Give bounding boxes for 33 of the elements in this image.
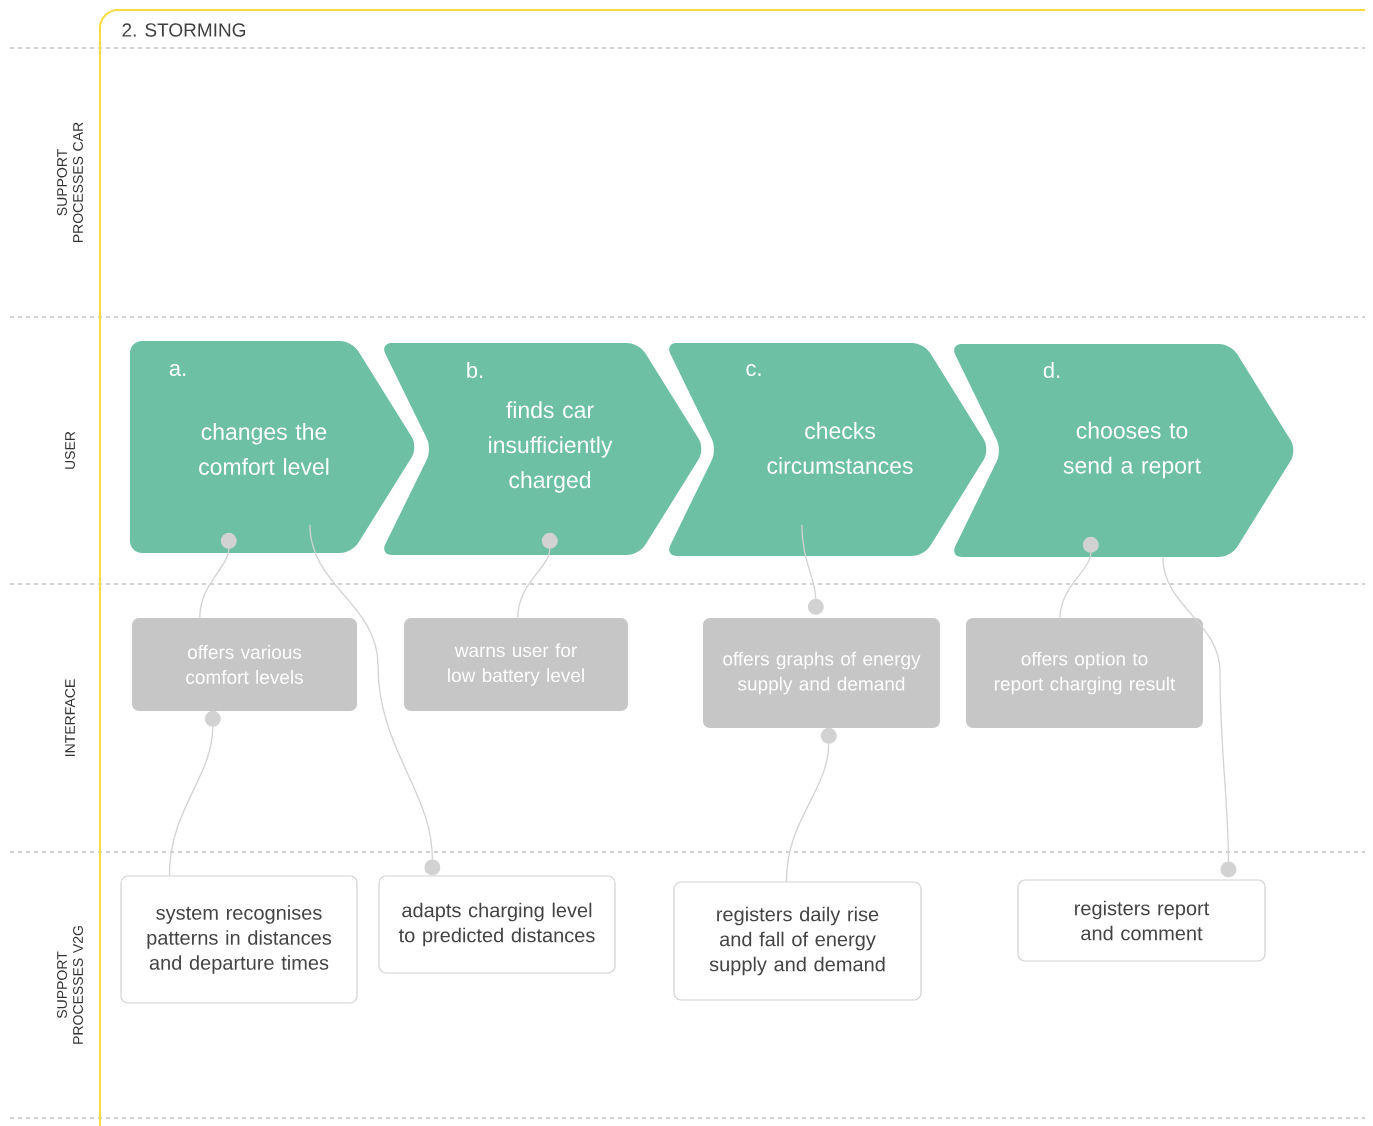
node-label: a. (169, 363, 186, 377)
node-label: c. (746, 363, 761, 377)
connector-line (309, 524, 441, 876)
chevron-step: a. changes the comfort level (130, 341, 415, 553)
connector-line (517, 532, 558, 619)
process-box: registers daily rise and fall of energy supply and demand (673, 881, 922, 1001)
node-label: b. (467, 361, 483, 379)
process-box: adapts charging level to predicted distances (378, 875, 616, 974)
node-label: changes the comfort level (199, 423, 329, 475)
connector-line (785, 727, 837, 883)
phase-title: 2. STORMING (122, 23, 246, 37)
lane-label: SUPPORT PROCESSES CAR (57, 122, 83, 243)
node-label: checks circumstances (767, 422, 913, 474)
node-label: chooses to send a report (1063, 421, 1201, 479)
connector-line (1162, 556, 1237, 878)
interface-box: warns user for low battery level (404, 618, 628, 711)
connector-line (1059, 536, 1099, 621)
interface-box: offers option to report charging result (966, 618, 1203, 728)
node-label: finds car insufficiently charged (489, 401, 613, 493)
connector-line (801, 524, 824, 615)
node-label: d. (1043, 361, 1060, 379)
process-box: system recognises patterns in distances and departure times (120, 875, 358, 1004)
process-box: registers report and comment (1017, 879, 1266, 962)
lane-label: SUPPORT PROCESSES V2G (57, 926, 83, 1044)
connector-line (168, 710, 221, 877)
chevron-step: c. checks circumstances (669, 343, 987, 556)
chevron-step: d. chooses to send a report (954, 344, 1294, 557)
lane-label: INTERFACE (65, 679, 75, 756)
chevron-step: b. finds car insufficiently charged (384, 343, 702, 555)
interface-box: offers various comfort levels (132, 618, 357, 711)
connector-line (199, 532, 237, 619)
lane-label: USER (65, 431, 75, 469)
interface-box: offers graphs of energy supply and demand (703, 618, 940, 728)
